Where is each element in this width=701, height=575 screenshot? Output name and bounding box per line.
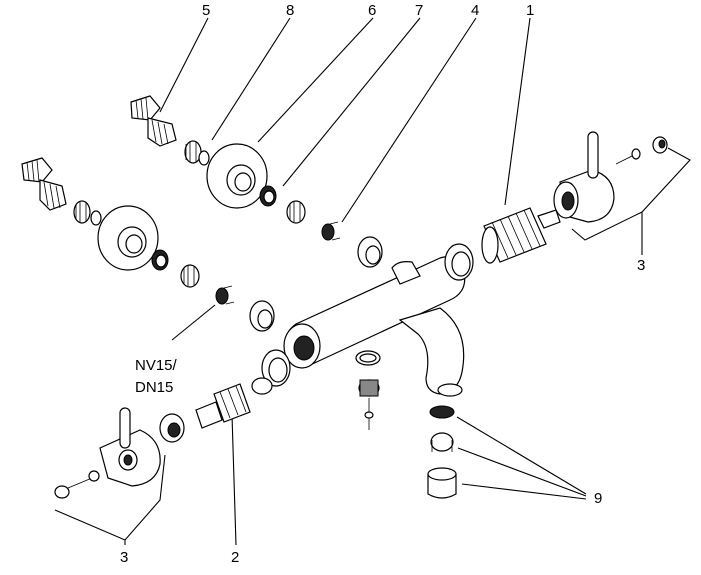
body-ring-right (444, 243, 474, 281)
callout-labels: 5 8 6 7 4 1 3 NV15/ DN15 9 3 2 (120, 2, 645, 566)
callout-9: 9 (594, 490, 602, 507)
diverter-parts (355, 350, 381, 430)
right-handle-screw (615, 136, 668, 165)
callout-4: 4 (471, 2, 479, 19)
upper-seal-ring (259, 185, 277, 207)
right-handle (553, 131, 615, 223)
callout-2: 2 (231, 549, 239, 566)
leader-lines (54, 17, 691, 546)
upper-cover-rosette (206, 143, 268, 209)
shut-off-cartridge (195, 377, 273, 429)
lower-union-nut (73, 200, 102, 226)
lower-check-valve (180, 264, 235, 305)
lower-seal-ring (151, 249, 169, 271)
upper-check-valve (286, 200, 341, 241)
body-ring-left (261, 349, 291, 387)
callout-3-left: 3 (120, 549, 128, 566)
callout-1: 1 (526, 2, 534, 19)
upper-s-union (130, 95, 177, 147)
callout-nv15: NV15/ (135, 357, 178, 374)
thermostatic-cartridge (481, 207, 561, 264)
callout-8: 8 (286, 2, 294, 19)
lower-cover-rosette (97, 205, 159, 271)
upper-ring (357, 236, 383, 268)
left-handle (99, 407, 161, 487)
upper-union-nut (184, 140, 210, 166)
lower-s-union (21, 157, 67, 211)
left-handle-screw (54, 470, 100, 499)
lower-ring (249, 300, 275, 332)
aerator-set (427, 405, 457, 499)
left-adapter (159, 413, 185, 443)
mixer-body (283, 256, 466, 397)
callout-5: 5 (202, 2, 210, 19)
callout-dn15: DN15 (135, 379, 173, 396)
callout-3-right: 3 (637, 257, 645, 274)
callout-7: 7 (415, 2, 423, 19)
callout-6: 6 (368, 2, 376, 19)
